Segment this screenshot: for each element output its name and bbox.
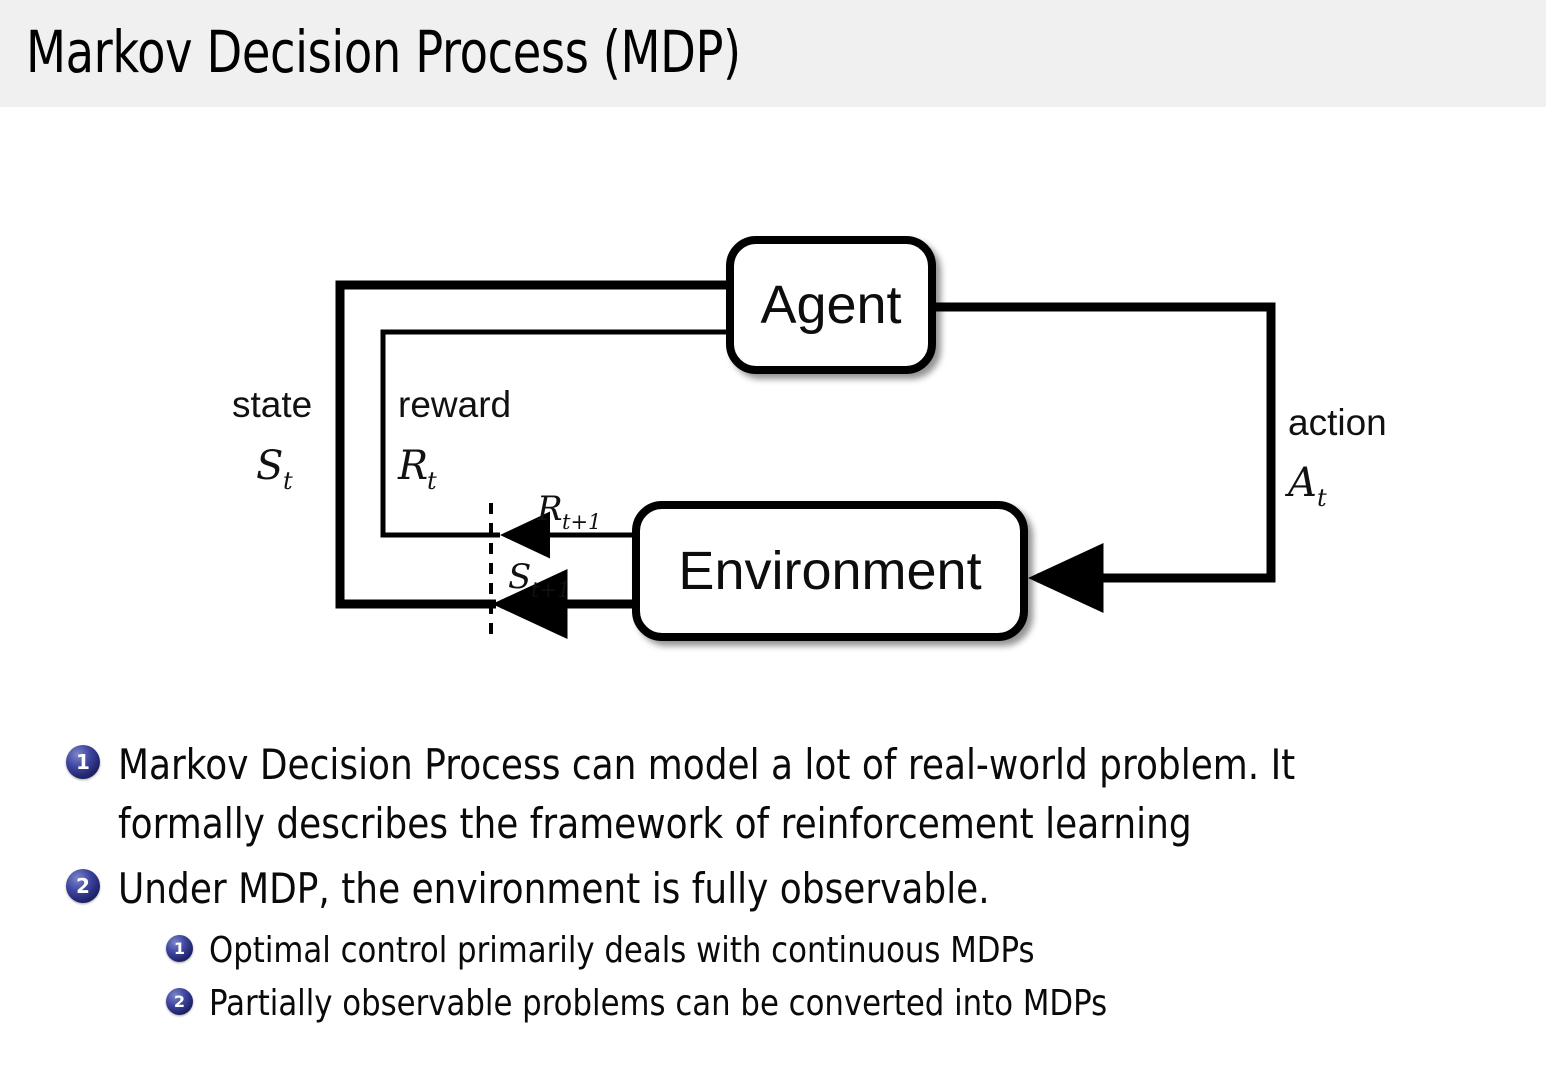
label-reward-symbol: R — [397, 443, 428, 489]
label-action: action A t — [1284, 402, 1387, 512]
label-action-symbol-subscript: t — [1317, 484, 1327, 512]
label-state-symbol-subscript: t — [283, 467, 293, 495]
node-environment[interactable]: Environment — [632, 501, 1028, 641]
list-item: 2 Under MDP, the environment is fully ob… — [0, 859, 1546, 918]
label-reward-symbol-subscript: t — [427, 467, 437, 495]
node-agent[interactable]: Agent — [726, 236, 936, 374]
bullet-text: Markov Decision Process can model a lot … — [118, 740, 1296, 848]
label-reward: reward R t — [397, 384, 511, 495]
slide-header: Markov Decision Process (MDP) — [0, 0, 1546, 107]
node-agent-label: Agent — [760, 275, 901, 335]
sub-bullet-badge-2: 2 — [166, 988, 193, 1015]
node-environment-label: Environment — [678, 541, 981, 601]
label-next-state-subscript: t+1 — [531, 578, 570, 602]
sub-bullet-text: Optimal control primarily deals with con… — [209, 930, 1035, 971]
page-title: Markov Decision Process (MDP) — [26, 18, 741, 86]
label-next-reward-symbol: R — [536, 489, 563, 529]
list-item: 1 Markov Decision Process can model a lo… — [0, 735, 1546, 853]
mdp-diagram: Agent Environment state S t reward R t a… — [0, 107, 1546, 707]
edge-state — [335, 249, 799, 609]
label-state-word: state — [232, 384, 312, 425]
label-action-symbol: A — [1284, 460, 1317, 506]
list-item: 2 Partially observable problems can be c… — [0, 977, 1546, 1030]
bullet-text: Under MDP, the environment is fully obse… — [118, 864, 990, 913]
edge-reward — [380, 308, 771, 538]
label-next-state: S t+1 — [508, 557, 570, 602]
label-reward-word: reward — [398, 384, 511, 425]
sub-bullet-text: Partially observable problems can be con… — [209, 983, 1108, 1024]
label-state-symbol: S — [256, 443, 283, 489]
label-action-word: action — [1288, 402, 1387, 443]
edge-action — [930, 302, 1276, 614]
label-next-reward: R t+1 — [536, 489, 601, 534]
bullet-badge-2: 2 — [66, 869, 100, 903]
list-item: 1 Optimal control primarily deals with c… — [0, 924, 1546, 977]
bullet-list: 1 Markov Decision Process can model a lo… — [0, 735, 1546, 1030]
bullet-badge-1: 1 — [66, 745, 100, 779]
label-next-state-symbol: S — [508, 557, 531, 597]
label-next-reward-subscript: t+1 — [562, 510, 601, 534]
label-state: state S t — [232, 384, 312, 495]
sub-bullet-badge-1: 1 — [166, 935, 193, 962]
